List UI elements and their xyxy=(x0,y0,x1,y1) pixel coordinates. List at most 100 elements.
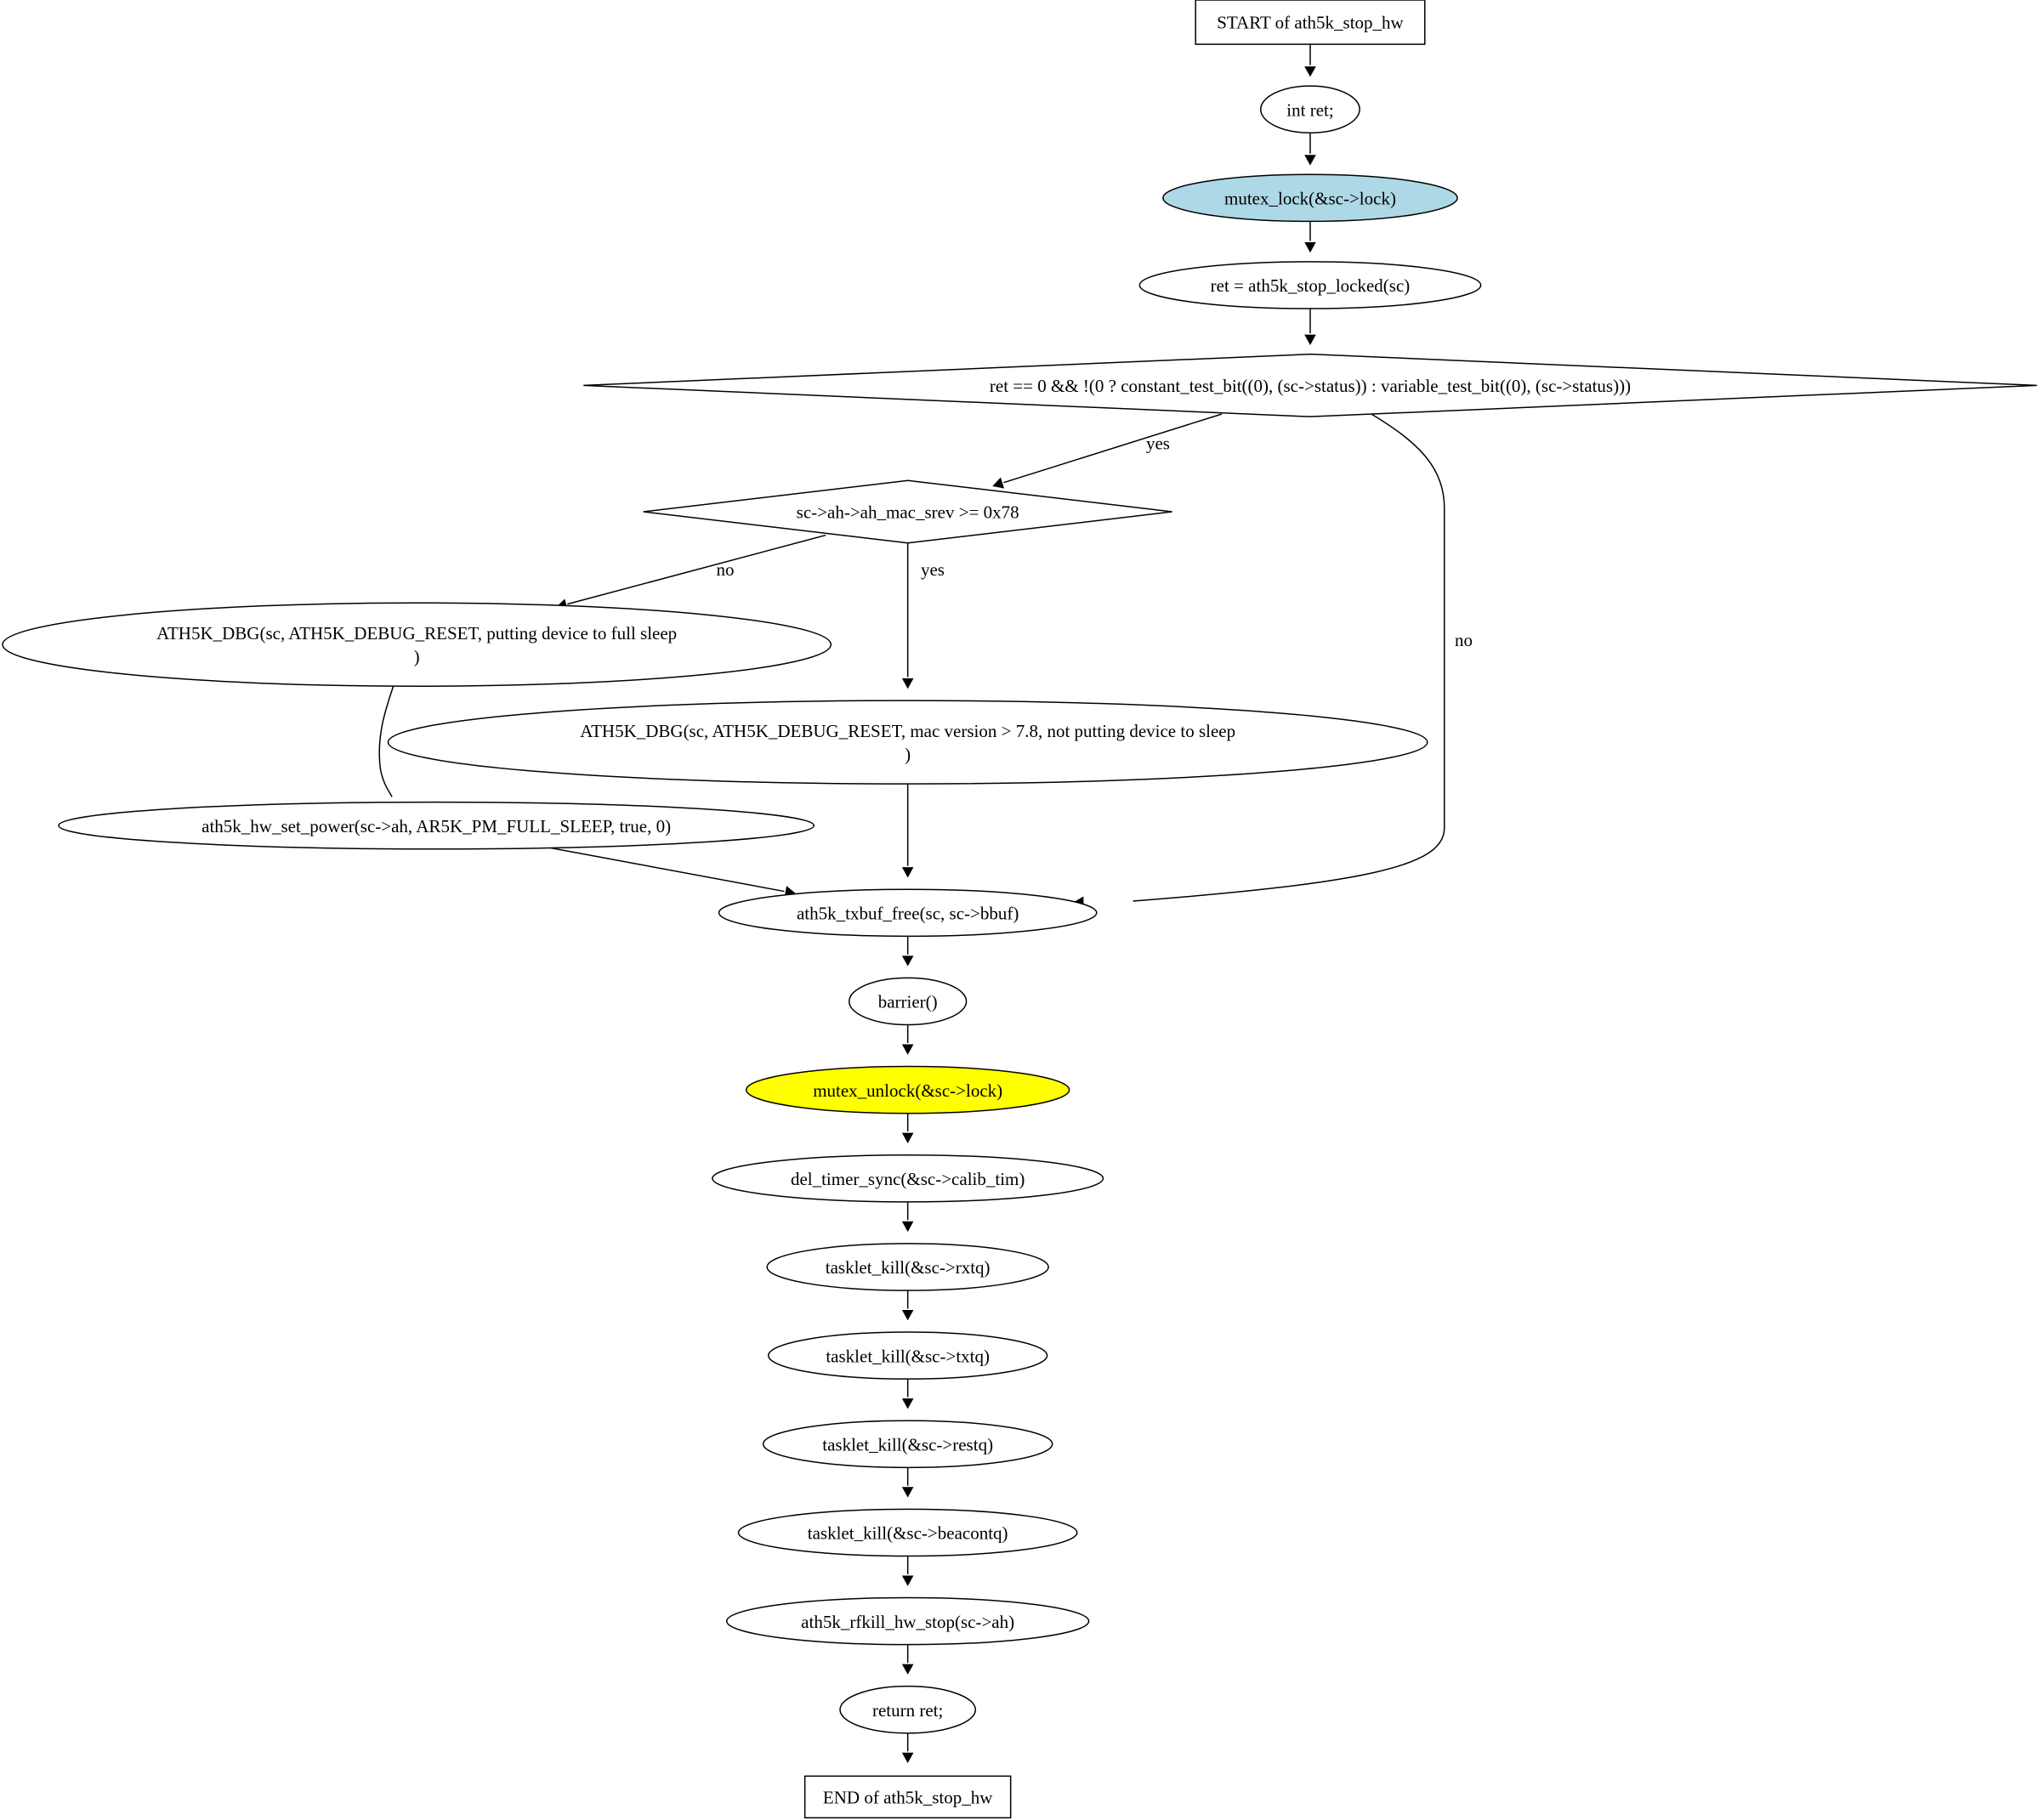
edge-dbg-nosleep-to-txbuf-free xyxy=(901,784,914,878)
node-kill-beacontq-text: tasklet_kill(&sc->beacontq) xyxy=(808,1523,1008,1544)
edge-return-ret-to-end-arrowhead xyxy=(901,1752,914,1764)
node-kill-txtq-text: tasklet_kill(&sc->txtq) xyxy=(826,1346,990,1366)
edge-txbuf-free-to-barrier xyxy=(901,936,914,967)
edge-kill-txtq-to-kill-restq-arrowhead xyxy=(901,1398,914,1409)
node-return-ret: return ret; xyxy=(839,1685,977,1734)
node-dbg-sleep-text: ATH5K_DBG(sc, ATH5K_DEBUG_RESET, putting… xyxy=(156,623,677,644)
edge-barrier-to-mutex-unlock-arrowhead xyxy=(901,1044,914,1055)
edge-cond-status-to-cond-srev: yes xyxy=(992,413,1223,489)
edge-barrier-to-mutex-unlock xyxy=(901,1024,914,1055)
edge-rfkill-stop-to-return-ret-arrowhead xyxy=(901,1664,914,1675)
edge-kill-restq-to-kill-beacontq xyxy=(901,1467,914,1498)
edge-start-to-int-ret-arrowhead xyxy=(1304,66,1316,77)
node-cond-status-diamond xyxy=(583,353,2037,417)
node-mutex-lock: mutex_lock(&sc->lock) xyxy=(1162,173,1458,223)
edge-start-to-int-ret xyxy=(1304,44,1316,77)
node-stop-locked-text: ret = ath5k_stop_locked(sc) xyxy=(1211,275,1411,296)
edge-mutex-lock-to-stop-locked-arrowhead xyxy=(1304,241,1316,253)
node-rfkill-stop-ellipse xyxy=(725,1596,1090,1646)
edge-kill-beacontq-to-rfkill-stop-arrowhead xyxy=(901,1575,914,1586)
edge-kill-beacontq-to-rfkill-stop xyxy=(901,1556,914,1586)
node-txbuf-free-text: ath5k_txbuf_free(sc, sc->bbuf) xyxy=(797,903,1019,923)
node-del-timer: del_timer_sync(&sc->calib_tim) xyxy=(712,1154,1104,1203)
edge-cond-srev-to-dbg-nosleep: yes xyxy=(901,542,945,689)
node-end-box xyxy=(803,1775,1012,1819)
node-kill-rxtq-ellipse xyxy=(766,1243,1049,1291)
node-start-box xyxy=(1195,0,1426,45)
node-rfkill-stop-text: ath5k_rfkill_hw_stop(sc->ah) xyxy=(801,1612,1014,1632)
node-kill-restq-ellipse xyxy=(762,1420,1053,1469)
node-barrier: barrier() xyxy=(848,977,968,1026)
node-mutex-unlock: mutex_unlock(&sc->lock) xyxy=(745,1065,1070,1114)
node-txbuf-free-ellipse xyxy=(718,888,1098,938)
edge-mutex-unlock-to-del-timer-arrowhead xyxy=(901,1132,914,1143)
node-kill-txtq: tasklet_kill(&sc->txtq) xyxy=(768,1331,1048,1380)
node-kill-restq-text: tasklet_kill(&sc->restq) xyxy=(822,1434,993,1454)
edge-kill-restq-to-kill-beacontq-arrowhead xyxy=(901,1487,914,1498)
node-txbuf-free: ath5k_txbuf_free(sc, sc->bbuf) xyxy=(718,888,1098,938)
node-mutex-unlock-ellipse xyxy=(745,1065,1070,1114)
node-stop-locked: ret = ath5k_stop_locked(sc) xyxy=(1138,261,1482,309)
node-int-ret-ellipse xyxy=(1260,85,1360,133)
edge-int-ret-to-mutex-lock-arrowhead xyxy=(1304,155,1316,166)
node-del-timer-text: del_timer_sync(&sc->calib_tim) xyxy=(791,1169,1025,1189)
node-dbg-nosleep-text: ATH5K_DBG(sc, ATH5K_DEBUG_RESET, mac ver… xyxy=(580,721,1235,741)
edges-layer: yes no no yes xyxy=(378,44,1473,1764)
node-int-ret-text: int ret; xyxy=(1286,99,1333,120)
node-dbg-nosleep-text: ) xyxy=(905,745,911,765)
node-cond-srev-text: sc->ah->ah_mac_srev >= 0x78 xyxy=(797,502,1019,523)
edge-label-yes: yes xyxy=(1146,433,1170,453)
node-kill-txtq-ellipse xyxy=(768,1331,1048,1380)
node-mutex-lock-text: mutex_lock(&sc->lock) xyxy=(1224,188,1396,208)
node-del-timer-ellipse xyxy=(712,1154,1104,1203)
edge-del-timer-to-kill-rxtq xyxy=(901,1201,914,1233)
edge-rfkill-stop-to-return-ret xyxy=(901,1644,914,1675)
edge-cond-srev-to-dbg-sleep-line xyxy=(567,534,826,605)
edge-dbg-sleep-to-set-power-line xyxy=(378,686,395,797)
edge-del-timer-to-kill-rxtq-arrowhead xyxy=(901,1221,914,1233)
edge-label-no: no xyxy=(716,559,734,580)
edge-cond-srev-to-dbg-sleep: no xyxy=(556,534,826,610)
node-dbg-nosleep-ellipse xyxy=(387,700,1428,785)
node-cond-status: ret == 0 && !(0 ? constant_test_bit((0),… xyxy=(583,353,2037,417)
edge-label-yes: yes xyxy=(921,559,945,580)
edge-cond-status-to-cond-srev-line xyxy=(1003,413,1223,484)
edge-stop-locked-to-cond-status-arrowhead xyxy=(1304,334,1316,345)
node-set-power: ath5k_hw_set_power(sc->ah, AR5K_PM_FULL_… xyxy=(58,801,815,850)
edge-int-ret-to-mutex-lock xyxy=(1304,133,1316,166)
edge-cond-status-to-cond-srev-arrowhead xyxy=(992,477,1005,489)
node-mutex-unlock-text: mutex_unlock(&sc->lock) xyxy=(813,1080,1002,1101)
node-set-power-ellipse xyxy=(58,801,815,850)
edge-kill-rxtq-to-kill-txtq-arrowhead xyxy=(901,1309,914,1321)
edge-label-no: no xyxy=(1455,630,1473,650)
node-start: START of ath5k_stop_hw xyxy=(1195,0,1426,45)
node-dbg-sleep: ATH5K_DBG(sc, ATH5K_DEBUG_RESET, putting… xyxy=(2,602,832,688)
node-cond-srev: sc->ah->ah_mac_srev >= 0x78 xyxy=(643,479,1172,544)
node-return-ret-ellipse xyxy=(839,1685,977,1734)
node-return-ret-text: return ret; xyxy=(872,1700,943,1721)
node-dbg-nosleep: ATH5K_DBG(sc, ATH5K_DEBUG_RESET, mac ver… xyxy=(387,700,1428,785)
edge-kill-rxtq-to-kill-txtq xyxy=(901,1290,914,1321)
edge-set-power-to-txbuf-free xyxy=(549,847,796,898)
edge-stop-locked-to-cond-status xyxy=(1304,309,1316,345)
edge-dbg-nosleep-to-txbuf-free-arrowhead xyxy=(901,867,914,878)
edge-mutex-unlock-to-del-timer xyxy=(901,1113,914,1143)
node-cond-srev-diamond xyxy=(643,479,1172,544)
node-int-ret: int ret; xyxy=(1260,85,1360,133)
edge-cond-srev-to-dbg-nosleep-arrowhead xyxy=(901,678,914,689)
node-set-power-text: ath5k_hw_set_power(sc->ah, AR5K_PM_FULL_… xyxy=(202,816,671,836)
node-stop-locked-ellipse xyxy=(1138,261,1482,309)
edge-mutex-lock-to-stop-locked xyxy=(1304,221,1316,253)
node-rfkill-stop: ath5k_rfkill_hw_stop(sc->ah) xyxy=(725,1596,1090,1646)
node-barrier-ellipse xyxy=(848,977,968,1026)
node-end-text: END of ath5k_stop_hw xyxy=(823,1788,993,1808)
edge-cond-status-to-txbuf-free-line xyxy=(1133,413,1445,902)
node-kill-rxtq-text: tasklet_kill(&sc->rxtq) xyxy=(826,1257,991,1278)
edge-txbuf-free-to-barrier-arrowhead xyxy=(901,955,914,967)
edge-cond-status-to-txbuf-free: no xyxy=(1073,413,1473,909)
edge-set-power-to-txbuf-free-line xyxy=(549,847,785,893)
node-kill-beacontq: tasklet_kill(&sc->beacontq) xyxy=(737,1508,1078,1557)
